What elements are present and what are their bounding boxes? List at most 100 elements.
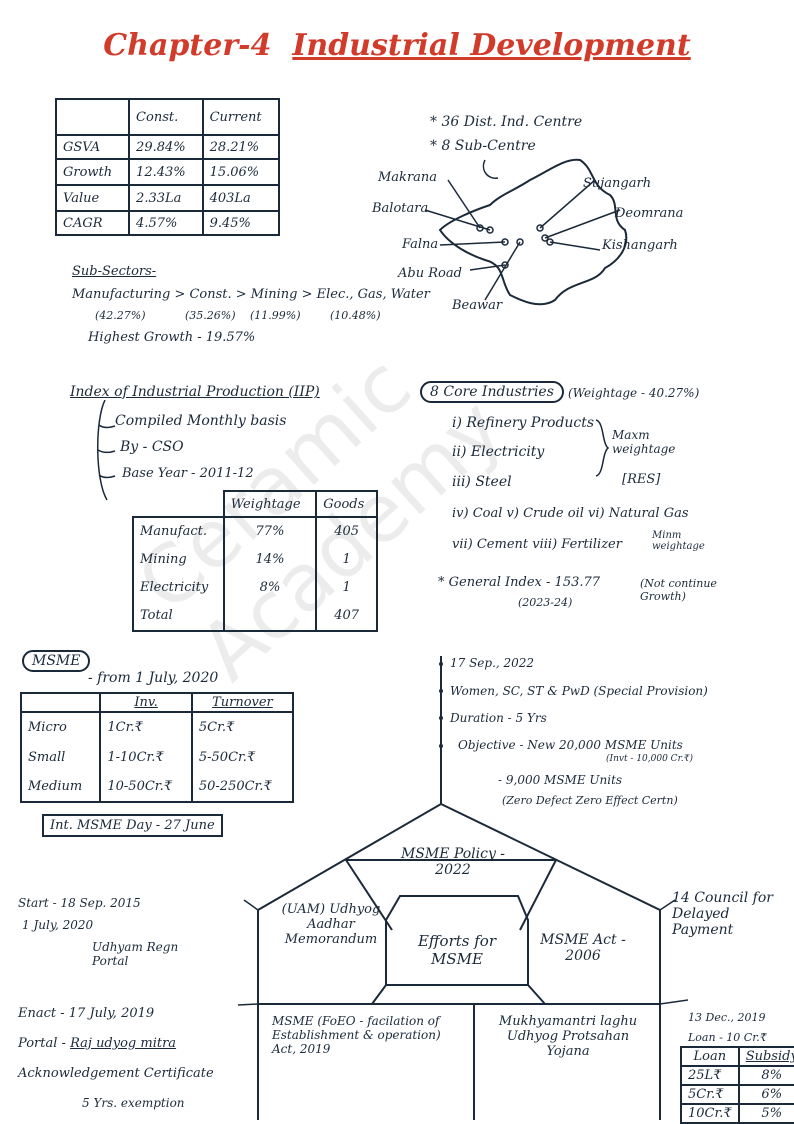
core-res: [RES]	[622, 472, 661, 487]
policy-duration: Duration - 5 Yrs	[450, 711, 547, 725]
policy-zed: (Zero Defect Zero Effect Certn)	[502, 794, 678, 807]
iip-point-2: By - CSO	[120, 439, 184, 455]
gsva-cell: CAGR	[54, 210, 131, 236]
msme-cell: 1Cr.₹	[99, 712, 193, 742]
map-place-falna: Falna	[402, 237, 439, 252]
iip-header-goods: Goods	[315, 490, 378, 518]
subsidy-header: Subsidy	[737, 1046, 794, 1067]
loan-cell: 6%	[737, 1084, 794, 1105]
iip-cell: 1	[315, 545, 378, 573]
iip-bracket	[96, 400, 116, 501]
iip-cell	[222, 601, 318, 632]
subsector-value: (42.27%)	[95, 309, 146, 322]
core-general-index: * General Index - 153.77	[438, 575, 601, 590]
policy-objective: Objective - New 20,000 MSME Units	[458, 738, 683, 752]
loan-cell: 10Cr.₹	[680, 1103, 740, 1124]
subsectors-line: Manufacturing > Const. > Mining > Elec.,…	[72, 287, 430, 302]
map-place-balotara: Balotara	[372, 201, 429, 216]
gsva-cell: GSVA	[54, 134, 131, 160]
iip-point-1: Compiled Monthly basis	[115, 413, 287, 429]
map-place-deomrana: Deomrana	[615, 206, 684, 221]
subsector-value: (35.26%)	[185, 309, 236, 322]
subsectors-highest: Highest Growth - 19.57%	[88, 330, 256, 345]
policy-units: - 9,000 MSME Units	[498, 773, 623, 787]
house-efforts: Efforts for MSME	[417, 932, 497, 968]
gsva-cell: 15.06%	[201, 158, 281, 186]
gsva-cell: 29.84%	[128, 134, 204, 160]
subsectors-heading: Sub-Sectors-	[72, 264, 157, 279]
iip-header-blank	[133, 491, 225, 518]
policy-inv-note: (Invt - 10,000 Cr.₹)	[606, 754, 693, 764]
iip-cell: Mining	[132, 545, 225, 573]
house-uam: (UAM) Udhyog Aadhar Memorandum	[281, 902, 381, 947]
loan-cell: 8%	[737, 1065, 794, 1086]
mly-loan: Loan - 10 Cr.₹	[688, 1031, 767, 1044]
core-general-year: (2023-24)	[518, 596, 573, 609]
core-max-brace	[595, 419, 610, 477]
msme-heading: MSME	[22, 650, 91, 672]
map-place-abu-road: Abu Road	[398, 266, 462, 281]
msme-cell: Micro	[19, 712, 102, 742]
house-act: MSME Act - 2006	[540, 932, 626, 964]
council-note: 14 Council for Delayed Payment	[672, 890, 773, 938]
chapter-name: Industrial Development	[292, 28, 691, 63]
msme-cell: 1-10Cr.₹	[99, 742, 193, 772]
msme-house-diagram	[237, 802, 689, 1120]
fo-enact: Enact - 17 July, 2019	[18, 1006, 155, 1021]
msme-cell: Small	[19, 742, 102, 772]
core-item: ii) Electricity	[452, 444, 545, 460]
iip-cell: 14%	[222, 545, 318, 573]
msme-cell: 50-250Cr.₹	[190, 772, 295, 803]
msme-cell: 5-50Cr.₹	[190, 742, 295, 772]
gsva-cell: Growth	[54, 158, 131, 186]
core-row-5: vii) Cement viii) Fertilizer	[452, 537, 622, 552]
policy-date: 17 Sep., 2022	[450, 656, 535, 670]
iip-cell: 407	[315, 601, 378, 632]
core-max-label: Maxm weightage	[612, 428, 676, 456]
house-fo-act: MSME (FoEO - facilation of Establishment…	[272, 1014, 441, 1056]
msme-day: Int. MSME Day - 27 June	[42, 814, 223, 837]
rajasthan-map-outline	[424, 158, 628, 306]
iip-cell: Manufact.	[132, 517, 225, 545]
msme-header-blank	[19, 692, 102, 713]
fo-portal-label: Portal -	[18, 1036, 71, 1051]
iip-header-weightage: Weightage	[222, 490, 318, 518]
gsva-cell: 9.45%	[201, 210, 281, 236]
gsva-cell: 4.57%	[128, 210, 204, 236]
core-item: iii) Steel	[452, 474, 512, 490]
msme-header-inv: Inv.	[99, 692, 193, 713]
loan-cell: 25L₹	[680, 1065, 740, 1086]
page-title: Chapter-4 Industrial Development	[0, 28, 794, 63]
gsva-cell: 12.43%	[128, 158, 204, 186]
msme-header-turnover: Turnover	[190, 692, 295, 713]
iip-cell: 8%	[222, 573, 318, 601]
msme-from: - from 1 July, 2020	[88, 670, 219, 686]
loan-header: Loan	[680, 1046, 740, 1067]
house-policy: MSME Policy - 2022	[400, 846, 506, 878]
house-mly: Mukhyamantri laghu Udhyog Protsahan Yoja…	[498, 1014, 638, 1059]
gsva-header-current: Current	[201, 98, 281, 136]
map-place-sujangarh: Sujangarh	[583, 176, 652, 191]
fo-portal-name: Raj udyog mitra	[70, 1036, 177, 1051]
loan-table: Loan Subsidy 25L₹8% 5Cr.₹6% 10Cr.₹5%	[680, 1046, 794, 1124]
policy-women: Women, SC, ST & PwD (Special Provision)	[450, 684, 708, 698]
chapter-label: Chapter-4	[103, 28, 272, 63]
core-general-note: (Not continue Growth)	[640, 577, 717, 603]
iip-cell: Total	[132, 601, 225, 632]
uam-udhyam: Udhyam Regn Portal	[92, 940, 179, 968]
iip-heading: Index of Industrial Production (IIP)	[70, 384, 320, 400]
subsector-value: (11.99%)	[250, 309, 301, 322]
msme-cell: Medium	[19, 772, 102, 803]
fo-ack: Acknowledgement Certificate	[18, 1066, 214, 1081]
gsva-header-blank	[54, 98, 131, 136]
gsva-cell: 2.33La	[128, 184, 204, 212]
iip-cell: 1	[315, 573, 378, 601]
gsva-cell: Value	[54, 184, 131, 212]
core-item: i) Refinery Products	[452, 415, 595, 431]
subsector-value: (10.48%)	[330, 309, 381, 322]
gsva-cell: 28.21%	[201, 134, 281, 160]
map-note-subcentre: * 8 Sub-Centre	[430, 138, 536, 154]
